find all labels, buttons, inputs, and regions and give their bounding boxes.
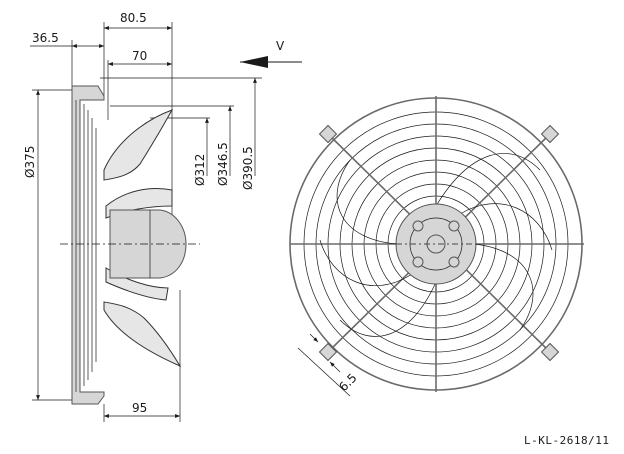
dim-label-6-5: 6.5 bbox=[336, 371, 359, 394]
blade-side bbox=[103, 109, 174, 181]
dim-label-d390-5: Ø390.5 bbox=[241, 146, 255, 190]
dim-arrow-6-5 bbox=[329, 361, 341, 373]
dim-label-95: 95 bbox=[132, 401, 147, 415]
dim-label-36-5: 36.5 bbox=[32, 31, 59, 45]
dim-label-d312: Ø312 bbox=[193, 154, 207, 186]
side-view: 80.5 36.5 70 Ø375 Ø312 Ø346.5 Ø390.5 V bbox=[23, 11, 302, 422]
dim-leader-6-5 bbox=[297, 347, 351, 397]
dim-label-70: 70 bbox=[132, 49, 147, 63]
front-view: 6.5 bbox=[289, 96, 584, 397]
dim-arrow-6-5 bbox=[309, 333, 319, 343]
blade-side bbox=[103, 301, 182, 368]
housing-profile bbox=[71, 85, 105, 405]
hub-bolts bbox=[412, 220, 460, 268]
blades-front bbox=[319, 153, 553, 337]
airflow-arrow-icon bbox=[240, 56, 268, 68]
dim-label-d346-5: Ø346.5 bbox=[216, 142, 230, 186]
dim-label-80-5: 80.5 bbox=[120, 11, 147, 25]
drawing-code: L-KL-2618/11 bbox=[524, 434, 609, 447]
dim-label-d375: Ø375 bbox=[23, 146, 37, 178]
guard-wires-side bbox=[83, 104, 97, 386]
mount-brackets bbox=[318, 124, 560, 362]
airflow-label: V bbox=[276, 39, 285, 53]
